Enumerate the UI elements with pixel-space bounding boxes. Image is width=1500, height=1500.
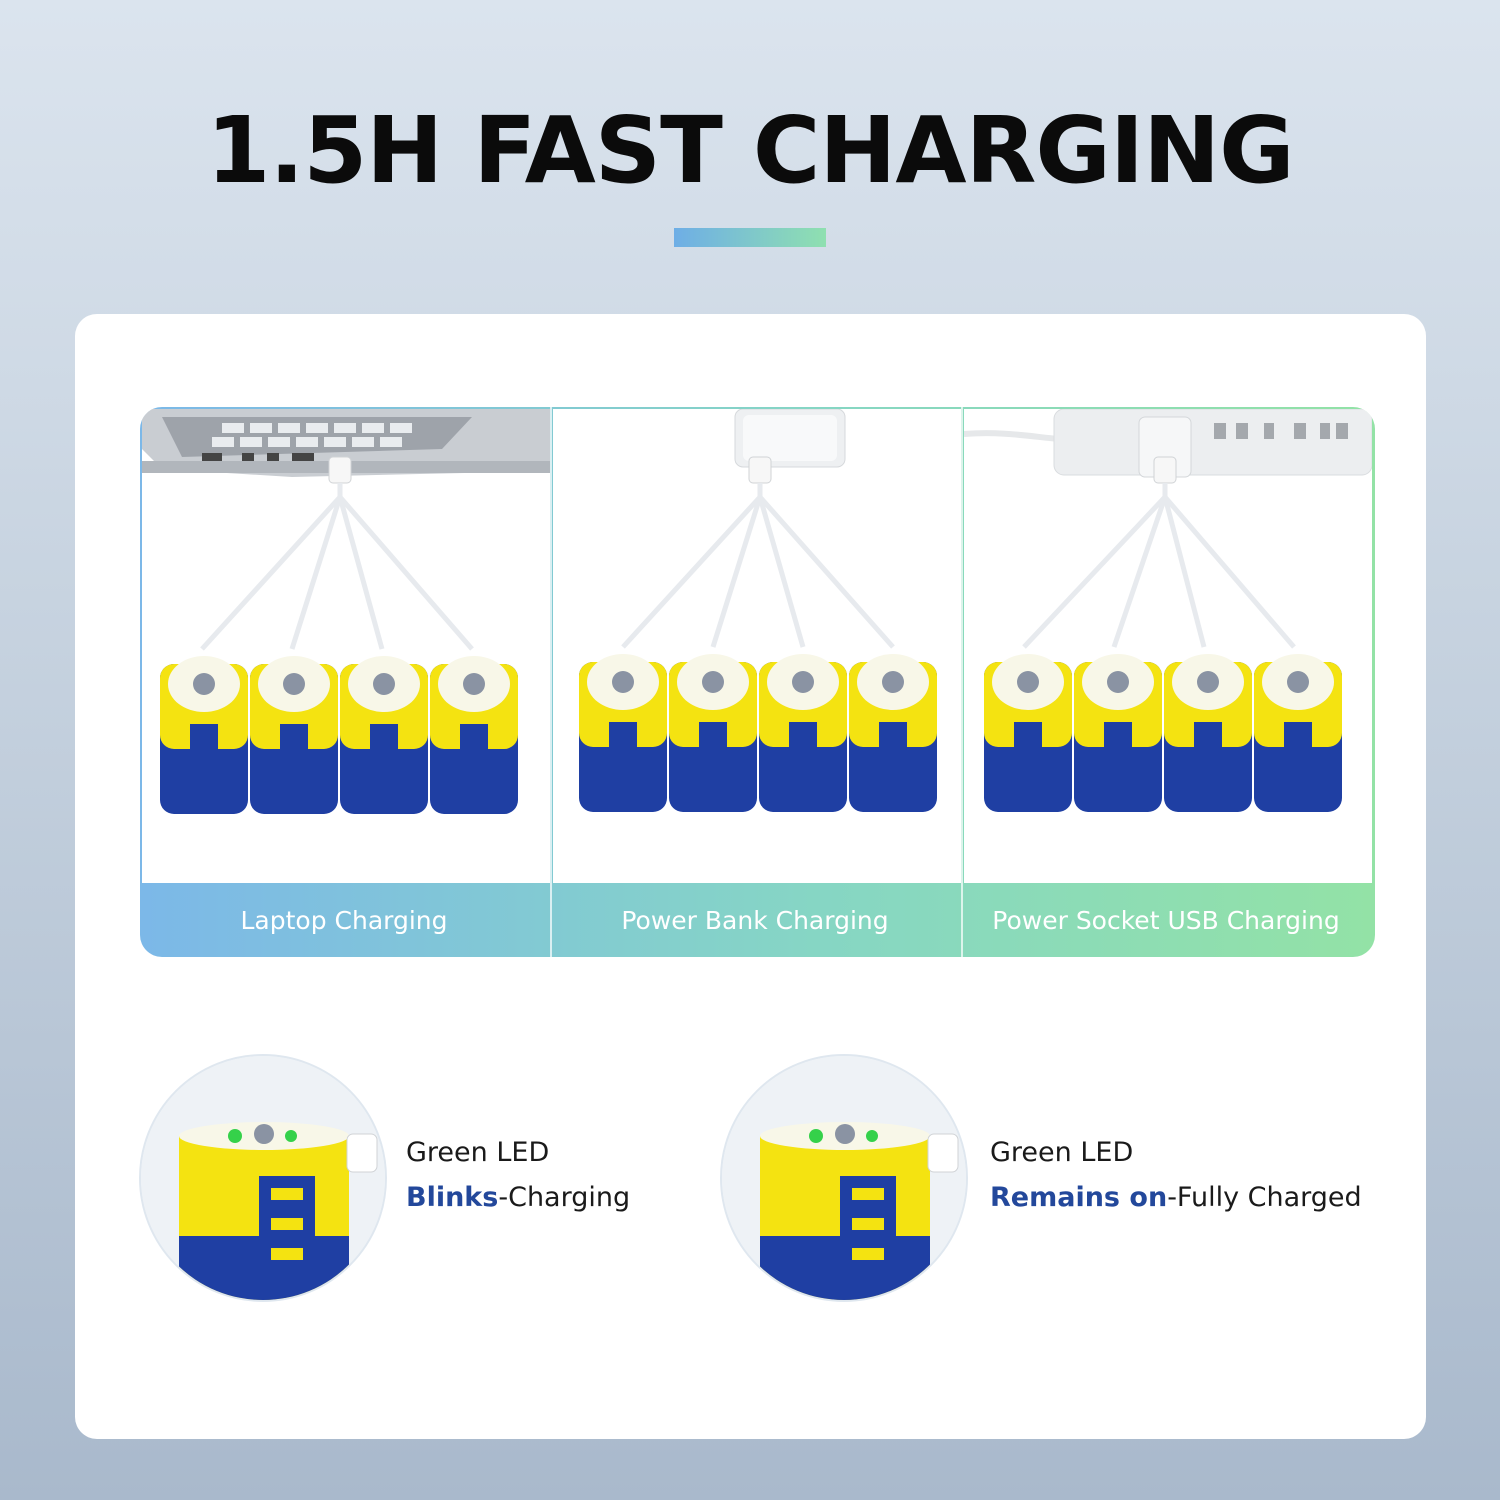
battery-group: [160, 656, 518, 814]
led-rest: -Fully Charged: [1167, 1182, 1362, 1213]
led-indicator-full: Green LED Remains on-Fully Charged: [720, 1054, 1362, 1304]
led-line2: Remains on-Fully Charged: [990, 1175, 1362, 1220]
led-highlight: Blinks: [406, 1182, 499, 1213]
power-bank-charging-illustration: [579, 409, 937, 812]
method-divider: [550, 407, 552, 957]
laptop-icon: [142, 409, 550, 477]
led-highlight: Remains on: [990, 1182, 1168, 1213]
method-divider: [961, 407, 963, 957]
green-led-icon: [809, 1129, 823, 1143]
led-status-text: Green LED Remains on-Fully Charged: [990, 1130, 1362, 1220]
laptop-charging-illustration: [142, 409, 550, 814]
method-pane-laptop: [142, 409, 550, 883]
led-line1: Green LED: [990, 1137, 1134, 1168]
title-underline: [674, 228, 826, 247]
led-indicator-charging: Green LED Blinks-Charging: [139, 1054, 699, 1304]
power-bank-icon: [734, 409, 846, 468]
method-label-power-bank: Power Bank Charging: [621, 905, 889, 935]
power-strip-icon: [964, 409, 1372, 478]
battery-closeup-illustration: [722, 1056, 966, 1300]
method-label-laptop: Laptop Charging: [240, 905, 448, 935]
battery-closeup-illustration: [141, 1056, 385, 1300]
green-led-icon: [866, 1130, 878, 1142]
method-label-power-socket: Power Socket USB Charging: [992, 905, 1340, 935]
battery-group: [984, 654, 1342, 812]
method-pane-power-socket: [964, 409, 1372, 883]
method-pane-power-bank: [553, 409, 961, 883]
green-led-icon: [285, 1130, 297, 1142]
led-status-text: Green LED Blinks-Charging: [406, 1130, 630, 1220]
led-line1: Green LED: [406, 1137, 550, 1168]
battery-closeup-image: [720, 1054, 968, 1302]
power-socket-charging-illustration: [964, 409, 1372, 812]
charging-methods-panel: Laptop Charging: [140, 407, 1375, 957]
battery-closeup-image: [139, 1054, 387, 1302]
main-card: Laptop Charging: [75, 314, 1426, 1439]
battery-group: [579, 654, 937, 812]
page-title: 1.5H FAST CHARGING: [206, 97, 1294, 204]
led-line2: Blinks-Charging: [406, 1175, 630, 1220]
green-led-icon: [228, 1129, 242, 1143]
led-rest: -Charging: [498, 1182, 631, 1213]
